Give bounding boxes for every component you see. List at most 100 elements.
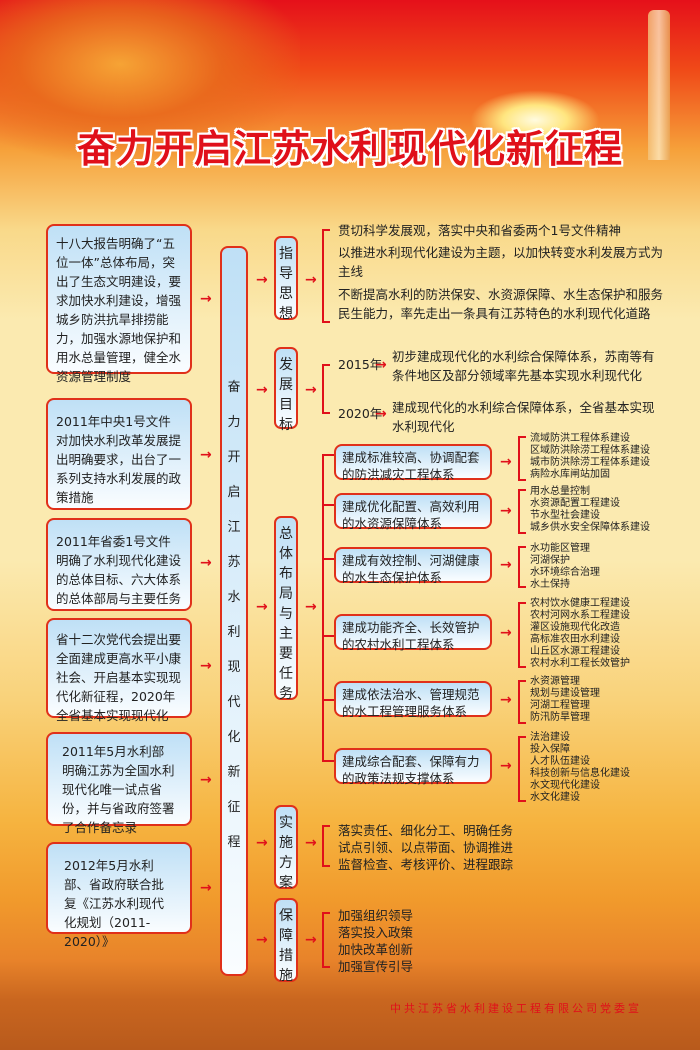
- system-ecology: 建成有效控制、河湖健康的水生态保护体系: [334, 547, 492, 585]
- management-item-4: 防汛防旱管理: [530, 712, 590, 723]
- rural-item-5: 山丘区水源工程建设: [530, 646, 620, 657]
- water-item-4: 城乡供水安全保障体系建设: [530, 522, 650, 533]
- category-overall-layout: 总体布局与主要任务: [274, 516, 298, 702]
- connector-line: [322, 760, 334, 762]
- poster-title: 奋力开启江苏水利现代化新征程: [76, 127, 623, 171]
- arrow-icon: →: [305, 932, 317, 948]
- arrow-icon: →: [200, 447, 212, 463]
- category-development-goals: 发展目标: [274, 347, 298, 433]
- ecology-item-1: 水功能区管理: [530, 543, 590, 554]
- system-rural-water: 建成功能齐全、长效管护的农村水利工程体系: [334, 614, 492, 652]
- goal-year-2020: 2020年: [338, 406, 383, 421]
- connector-line: [322, 504, 334, 506]
- safeguard-item-1: 加强组织领导: [338, 908, 414, 923]
- background-box-1: 十八大报告明确了“五位一体”总体布局，突出了生态文明建设，要求加快水利建设，增强…: [46, 224, 192, 384]
- ecology-item-3: 水环境综合治理: [530, 567, 600, 578]
- guiding-item-3: 不断提高水利的防洪保安、水资源保障、水生态保护和服务民生能力，率先走出一条具有江…: [338, 287, 664, 321]
- goal-2015-text: 初步建成现代化的水利综合保障体系，苏南等有条件地区及部分领域率先基本实现水利现代…: [392, 349, 655, 383]
- arrow-icon: →: [200, 880, 212, 896]
- system-policy-regulation: 建成综合配套、保障有力的政策法规支撑体系: [334, 748, 492, 786]
- policy-item-6: 水文化建设: [530, 792, 580, 803]
- bracket: [322, 229, 330, 323]
- central-theme-text: 奋力开启江苏水利现代化新征程: [227, 380, 241, 850]
- management-item-2: 规划与建设管理: [530, 688, 600, 699]
- policy-item-2: 投入保障: [530, 744, 570, 755]
- bracket: [322, 912, 330, 968]
- category-safeguard-measures: 保障措施: [274, 898, 298, 984]
- water-item-1: 用水总量控制: [530, 486, 590, 497]
- bracket: [518, 546, 526, 588]
- arrow-icon: →: [256, 835, 268, 851]
- connector-line: [322, 558, 334, 560]
- implementation-item-2: 试点引领、以点带面、协调推进: [338, 840, 514, 855]
- bracket: [322, 364, 330, 414]
- background-box-5: 2011年5月水利部明确江苏为全国水利现代化唯一试点省份，并与省政府签署了合作备…: [46, 732, 192, 835]
- goal-year-2015: 2015年: [338, 357, 383, 372]
- arrow-icon: →: [305, 272, 317, 288]
- arrow-icon: →: [256, 599, 268, 615]
- connector-line: [322, 454, 334, 456]
- connector-line: [322, 454, 324, 761]
- guiding-item-2: 以推进水利现代化建设为主题，以加快转变水利发展方式为主线: [338, 245, 664, 279]
- implementation-item-3: 监督检查、考核评价、进程跟踪: [338, 857, 514, 872]
- flood-item-3: 城市防洪除涝工程体系建设: [530, 457, 650, 468]
- policy-item-3: 人才队伍建设: [530, 756, 590, 767]
- guiding-item-1: 贯切科学发展观，落实中央和省委两个1号文件精神: [338, 223, 621, 238]
- implementation-item-1: 落实责任、细化分工、明确任务: [338, 823, 514, 838]
- flood-item-4: 病险水库闸站加固: [530, 469, 610, 480]
- arrow-icon: →: [375, 406, 387, 422]
- background-box-3: 2011年省委1号文件明确了水利现代化建设的总体目标、六大体系的总体部局与主要任…: [46, 518, 192, 611]
- arrow-icon: →: [305, 382, 317, 398]
- policy-item-5: 水文现代化建设: [530, 780, 600, 791]
- background-box-6: 2012年5月水利部、省政府联合批复《江苏水利现代化规划（2011-2020）》: [46, 842, 192, 949]
- safeguard-item-4: 加强宣传引导: [338, 959, 414, 974]
- management-item-1: 水资源管理: [530, 676, 580, 687]
- arrow-icon: →: [200, 772, 212, 788]
- policy-item-4: 科技创新与信息化建设: [530, 768, 630, 779]
- water-item-3: 节水型社会建设: [530, 510, 600, 521]
- great-wall-image: [0, 0, 300, 160]
- category-implementation-plan: 实施方案: [274, 805, 298, 891]
- connector-line: [322, 699, 334, 701]
- flood-item-1: 流域防洪工程体系建设: [530, 433, 630, 444]
- rural-item-2: 农村河网水系工程建设: [530, 610, 630, 621]
- rural-item-3: 灌区设施现代化改造: [530, 622, 620, 633]
- policy-item-1: 法治建设: [530, 732, 570, 743]
- ecology-item-2: 河湖保护: [530, 555, 570, 566]
- arrow-icon: →: [500, 454, 512, 470]
- category-guiding-ideology: 指导思想: [274, 236, 298, 322]
- bracket: [518, 489, 526, 534]
- arrow-icon: →: [200, 291, 212, 307]
- arrow-icon: →: [500, 557, 512, 573]
- bracket: [518, 680, 526, 724]
- rural-item-1: 农村饮水健康工程建设: [530, 598, 630, 609]
- arrow-icon: →: [256, 932, 268, 948]
- safeguard-item-3: 加快改革创新: [338, 942, 414, 957]
- water-item-2: 水资源配置工程建设: [530, 498, 620, 509]
- arrow-icon: →: [305, 835, 317, 851]
- flood-item-2: 区域防洪除涝工程体系建设: [530, 445, 650, 456]
- footer-organization: 中共江苏省水利建设工程有限公司党委宣: [390, 1002, 642, 1015]
- bracket: [518, 736, 526, 802]
- bracket: [322, 825, 330, 867]
- arrow-icon: →: [500, 692, 512, 708]
- arrow-icon: →: [256, 272, 268, 288]
- sun-image: [470, 90, 600, 150]
- background-box-2: 2011年中央1号文件对加快水利改革发展提出明确要求，出台了一系列支持水利发展的…: [46, 398, 192, 510]
- system-water-management: 建成依法治水、管理规范的水工程管理服务体系: [334, 681, 492, 719]
- arrow-icon: →: [500, 503, 512, 519]
- rural-item-4: 高标准农田水利建设: [530, 634, 620, 645]
- central-theme-column: 奋力开启江苏水利现代化新征程: [220, 246, 248, 976]
- arrow-icon: →: [500, 758, 512, 774]
- huabiao-pillar-image: [648, 10, 670, 160]
- goal-2020-text: 建成现代化的水利综合保障体系，全省基本实现水利现代化: [392, 400, 655, 434]
- system-water-resources: 建成优化配置、高效利用的水资源保障体系: [334, 493, 492, 531]
- arrow-icon: →: [305, 599, 317, 615]
- arrow-icon: →: [256, 382, 268, 398]
- ecology-item-4: 水土保持: [530, 579, 570, 590]
- management-item-3: 河湖工程管理: [530, 700, 590, 711]
- arrow-icon: →: [500, 625, 512, 641]
- bracket: [518, 436, 526, 481]
- arrow-icon: →: [200, 555, 212, 571]
- rural-item-6: 农村水利工程长效管护: [530, 658, 630, 669]
